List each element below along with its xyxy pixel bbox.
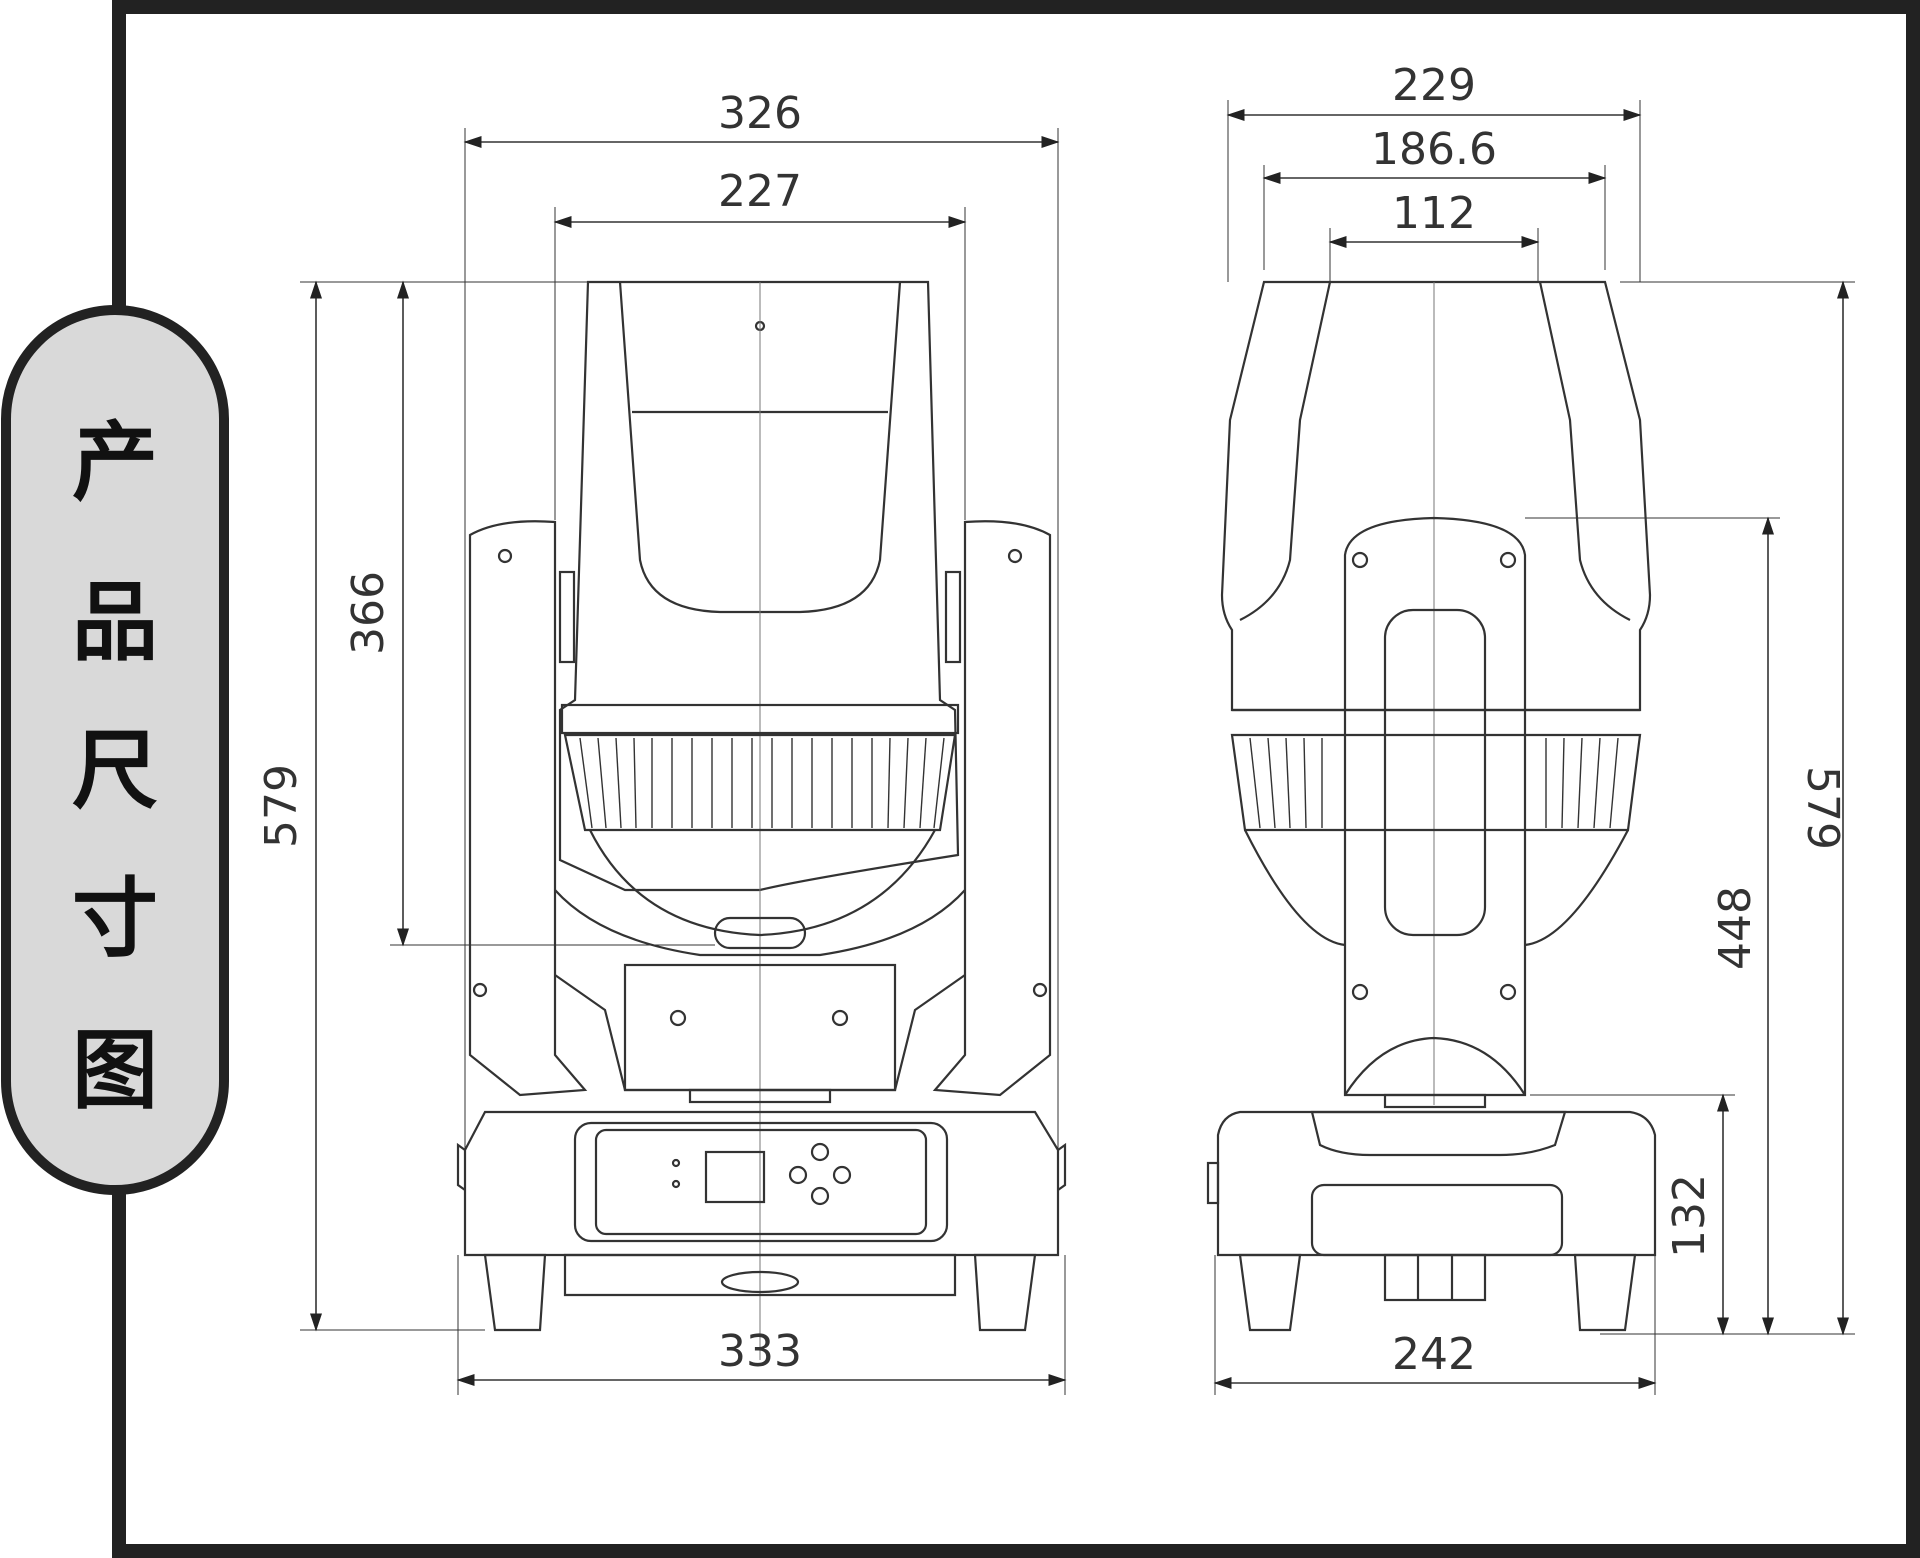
dim-front-base-width: 333 [718,1326,802,1377]
title-badge: 产 品 尺 寸 图 [1,305,229,1195]
front-dimension-labels: 326 227 579 366 333 [256,88,802,1377]
title-char-2: 品 [72,573,158,673]
dim-side-yoke-width: 112 [1392,188,1476,239]
outer-border [112,0,1920,1558]
title-char-3: 尺 [72,721,158,821]
title-char-1: 产 [72,413,158,513]
dim-front-overall-width: 326 [718,88,802,139]
title-char-4: 寸 [72,869,158,969]
side-view [1206,280,1657,1332]
side-dimension-labels: 229 186.6 112 579 448 132 242 [1371,60,1848,1380]
dim-front-head-height: 366 [343,571,394,655]
dim-front-head-width: 227 [718,166,802,217]
front-dimensions [300,128,1067,1395]
title-char-5: 图 [72,1021,158,1121]
dim-side-base-width: 242 [1392,1329,1476,1380]
dim-side-total-height: 579 [1797,766,1848,850]
dim-side-overall-width: 229 [1392,60,1476,111]
dim-side-arm-height: 448 [1710,886,1761,970]
front-view [456,280,1067,1360]
dim-side-mid-width: 186.6 [1371,124,1497,175]
dim-front-total-height: 579 [256,764,307,848]
dim-side-base-height: 132 [1664,1174,1715,1258]
side-dimensions [1213,100,1855,1395]
